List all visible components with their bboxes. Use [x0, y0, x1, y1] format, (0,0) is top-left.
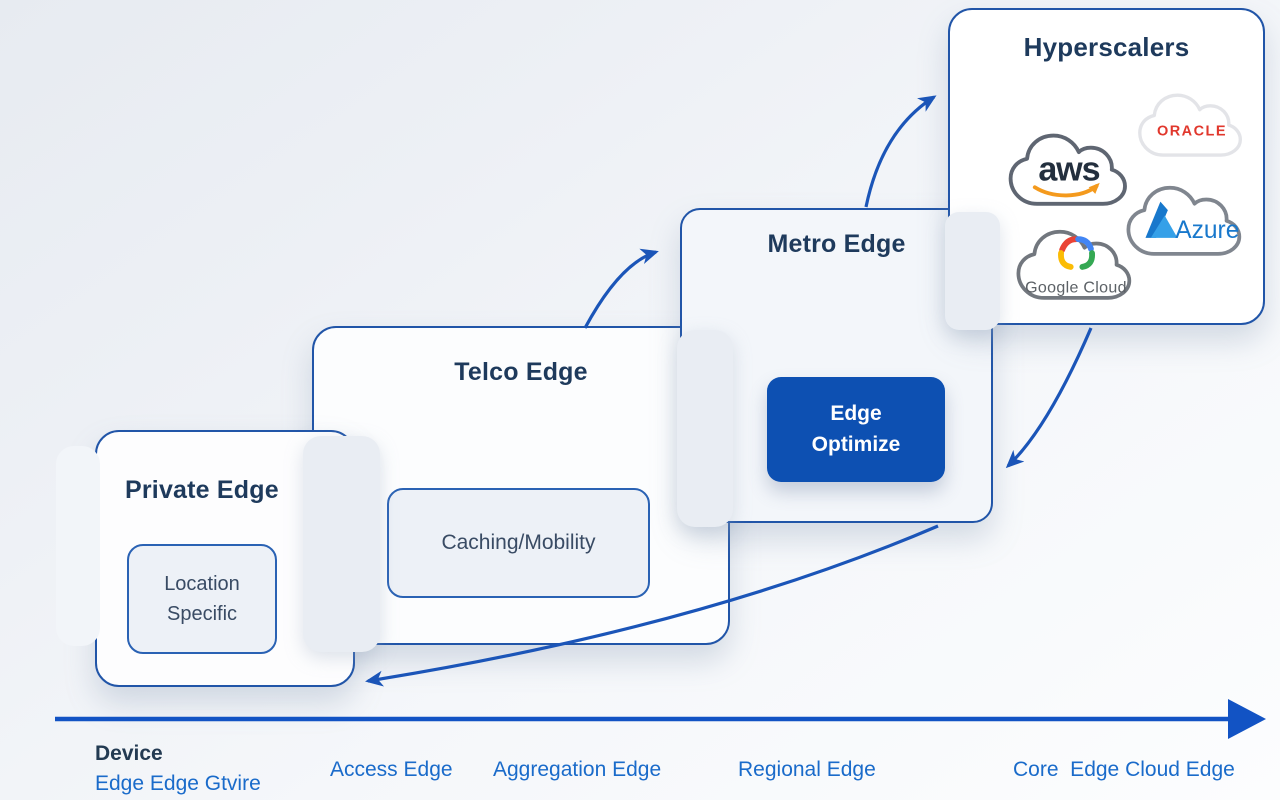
axis-label-device-sub: Edge Edge Gtvire — [95, 772, 261, 795]
axis-label-aggregation-edge: Aggregation Edge — [493, 758, 662, 781]
azure-label: Azure — [1175, 217, 1239, 244]
axis-label-device: Device — [95, 742, 163, 765]
caching-mobility-label: Caching/Mobility — [441, 531, 596, 555]
axis-label-access-edge: Access Edge — [330, 758, 453, 781]
timeline-axis-arrow — [55, 699, 1266, 739]
azure-logo-left — [1145, 201, 1168, 238]
connector-pad-metro-hyperscalers — [945, 212, 1000, 330]
hyperscalers-card: Hyperscalers ORACLE aws Azure — [948, 8, 1265, 325]
azure-logo-right — [1150, 215, 1178, 238]
connector-pad-telco-metro — [677, 330, 733, 527]
aws-swoosh-tip — [1088, 182, 1100, 194]
axis-label-core-cloud-edge: Core Edge Cloud Edge — [1013, 758, 1235, 781]
azure-cloud-icon: Azure — [1126, 185, 1242, 256]
edge-optimize-box: Edge Optimize — [767, 377, 945, 482]
google-cloud-label: Google Cloud — [1025, 280, 1127, 297]
arrow-hyperscalers-to-metro — [1005, 327, 1093, 469]
caching-mobility-box: Caching/Mobility — [387, 488, 650, 598]
aws-label: aws — [1038, 151, 1099, 189]
aws-cloud-icon: aws — [1008, 133, 1127, 206]
private-edge-title: Private Edge — [125, 476, 279, 504]
arrow-telco-to-metro — [583, 248, 659, 329]
edge-optimize-label-line1: Edge — [830, 402, 882, 426]
hyperscaler-logos: ORACLE aws Azure Google Cloud — [950, 10, 1263, 323]
arrow-metro-to-hyperscalers — [864, 95, 937, 208]
oracle-cloud-icon: ORACLE — [1138, 93, 1243, 157]
connector-pad-private-telco — [303, 436, 380, 652]
google-cloud-icon: Google Cloud — [1016, 229, 1132, 300]
axis-label-regional-edge: Regional Edge — [738, 758, 876, 781]
google-cloud-color-glyph — [1058, 236, 1096, 270]
connector-pad-device — [56, 446, 100, 646]
hyperscalers-title: Hyperscalers — [1023, 32, 1190, 62]
oracle-label: ORACLE — [1157, 124, 1227, 140]
edge-optimize-label-line2: Optimize — [811, 432, 901, 456]
telco-edge-title: Telco Edge — [454, 358, 588, 386]
location-specific-label: Location Specific — [164, 573, 240, 625]
metro-edge-title: Metro Edge — [767, 230, 906, 258]
location-specific-box: Location Specific — [127, 544, 277, 654]
